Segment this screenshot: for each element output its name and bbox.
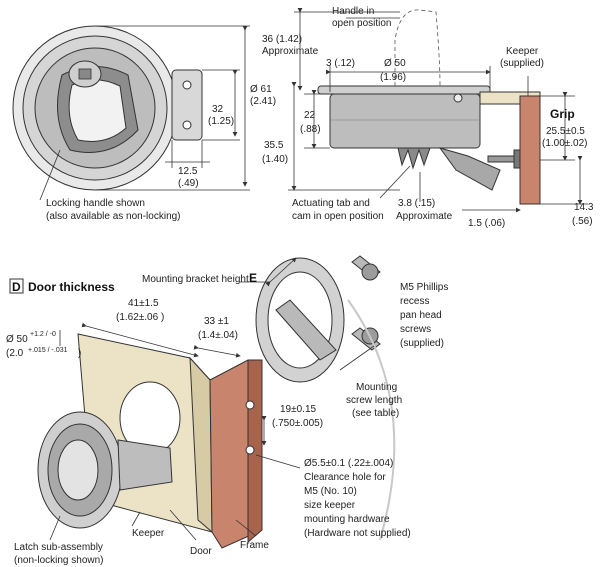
label-door: Door — [190, 546, 212, 557]
label-keeper: Keeper — [506, 46, 539, 57]
label-hardware-not-supplied: (Hardware not supplied) — [304, 528, 411, 539]
legend-box — [9, 278, 24, 294]
dim-height-32: 32 — [212, 104, 224, 115]
label-screw-length: screw length — [346, 395, 402, 406]
label-hole-dia: Ø5.5±0.1 (.22±.004) — [304, 458, 393, 469]
dim-35-in: (1.40) — [262, 154, 288, 165]
label-keeper-supplied: (supplied) — [500, 58, 544, 69]
dim-height-32-in: (1.25) — [208, 116, 234, 127]
dim-dia-50-tol-in: +.015 / -.031 — [28, 347, 68, 354]
dim-dia-50-close: ) — [78, 348, 81, 359]
dim-grip: 25.5±0.5 — [546, 126, 585, 137]
label-bracket-height: Mounting bracket height — [142, 274, 249, 285]
label-cam-open: cam in open position — [292, 211, 384, 222]
legend-door-thickness: Door thickness — [28, 280, 115, 294]
dim-grip-in: (1.00±.02) — [542, 138, 588, 149]
dim-3-8-label: Approximate — [396, 211, 453, 222]
dim-41-in: (1.62±.06 ) — [116, 312, 164, 323]
note-locking-handle: Locking handle shown — [46, 198, 145, 209]
label-clearance-hole: Clearance hole for — [304, 472, 386, 483]
label-m5-no10: M5 (No. 10) — [304, 486, 357, 497]
dim-19-in: (.750±.005) — [272, 418, 323, 429]
label-handle-in: Handle in — [332, 6, 374, 17]
label-recess: recess — [400, 296, 429, 307]
label-actuating-tab: Actuating tab and — [292, 198, 370, 209]
front-view — [12, 25, 250, 201]
label-keeper-bottom: Keeper — [132, 528, 165, 539]
dim-33-in: (1.4±.04) — [198, 330, 238, 341]
dim-3-8: 3.8 (.15) — [398, 198, 435, 209]
dim-19: 19±0.15 — [280, 404, 317, 415]
dim-width-12-5-in: (.49) — [178, 178, 199, 189]
dim-14-3: 14.3 — [574, 202, 594, 213]
dim-22: 22 — [304, 110, 316, 121]
legend-letter-d: D — [12, 280, 21, 294]
dim-approx-36: 36 (1.42) — [262, 34, 302, 45]
dim-3: 3 (.12) — [326, 58, 355, 69]
label-m5-phillips: M5 Phillips — [400, 282, 448, 293]
label-screws-supplied: (supplied) — [400, 338, 444, 349]
dim-dia-50-tol: +1.2 / -0 — [30, 331, 56, 338]
dim-dia-50-in: (2.0 — [6, 348, 24, 359]
dim-width-12-5: 12.5 — [178, 166, 198, 177]
label-screws: screws — [400, 324, 431, 335]
label-open-position: open position — [332, 18, 392, 29]
dim-approx-36-label: Approximate — [262, 46, 319, 57]
label-mounting: Mounting — [356, 382, 397, 393]
dim-35: 35.5 — [264, 140, 284, 151]
dim-50-in: (1.96) — [380, 72, 406, 83]
exploded-view — [37, 255, 396, 549]
dim-14-3-in: (.56) — [572, 216, 593, 227]
dim-diameter-61-in: (2.41) — [250, 96, 276, 107]
dim-41: 41±1.5 — [128, 298, 159, 309]
label-non-locking-shown: (non-locking shown) — [14, 555, 104, 566]
label-latch-sub-assembly: Latch sub-assembly — [14, 542, 103, 553]
dim-33: 33 ±1 — [204, 316, 229, 327]
note-non-locking: (also available as non-locking) — [46, 211, 181, 222]
label-pan-head: pan head — [400, 310, 442, 321]
label-frame: Frame — [240, 540, 269, 551]
label-size-keeper: size keeper — [304, 500, 356, 511]
label-bracket-letter-e: E — [249, 271, 257, 285]
label-mounting-hardware: mounting hardware — [304, 514, 390, 525]
label-see-table: (see table) — [352, 408, 399, 419]
dim-22-in: (.88) — [300, 124, 321, 135]
dim-1-5: 1.5 (.06) — [468, 218, 505, 229]
dim-50: Ø 50 — [384, 58, 406, 69]
label-grip: Grip — [550, 107, 575, 121]
dim-dia-50: Ø 50 — [6, 334, 28, 345]
dim-diameter-61: Ø 61 — [250, 84, 272, 95]
side-view — [288, 8, 588, 213]
